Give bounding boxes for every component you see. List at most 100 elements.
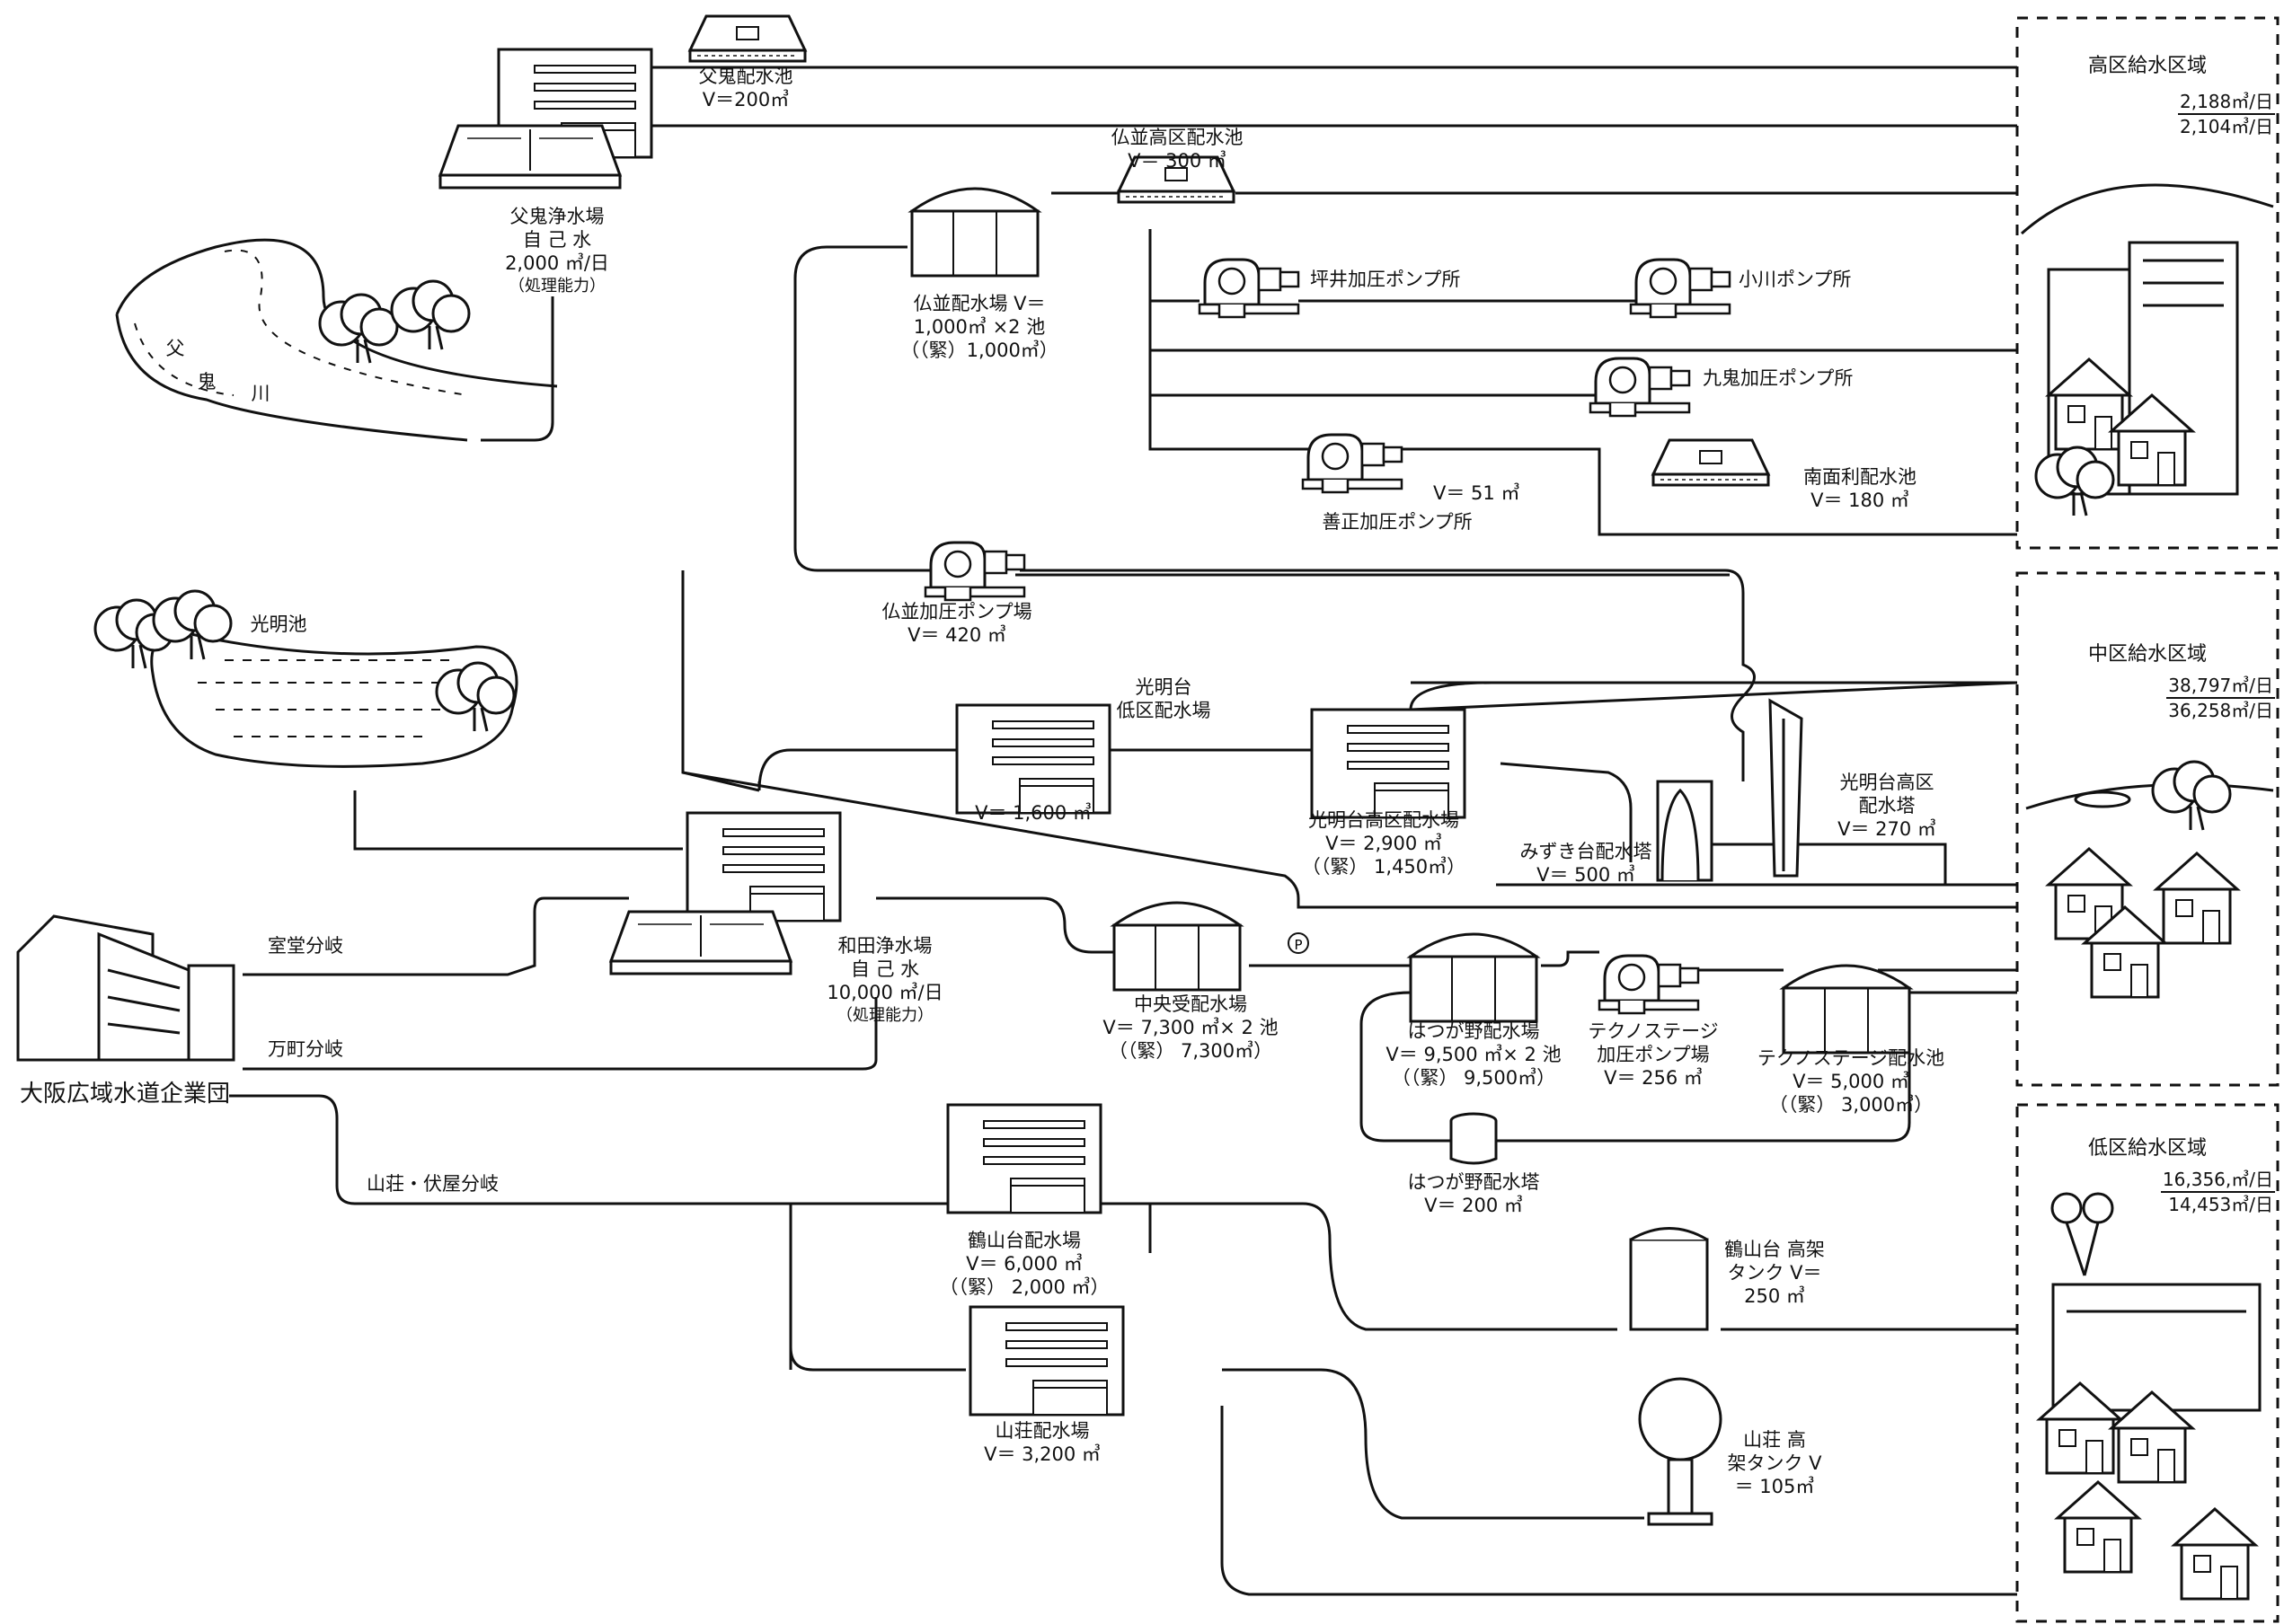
kuki-pump-label: 九鬼加圧ポンプ所 xyxy=(1703,366,1853,390)
bunami-high-pool-label: 仏並高区配水池 V＝ 300 ㎥ xyxy=(1111,126,1244,172)
zone-low-title: 低区給水区域 xyxy=(2088,1132,2207,1161)
komyodai-low-l1: 光明台 xyxy=(1117,675,1211,699)
osaka-label: 大阪広域水道企業団 xyxy=(20,1082,230,1106)
wada-plant-basin-icon xyxy=(611,912,791,974)
chichioni-plant-l2: 自 己 水 xyxy=(505,228,609,252)
komyodai-tower-label: 光明台高区 配水塔 V＝ 270 ㎥ xyxy=(1837,771,1936,841)
sanso-vol: V＝ 3,200 ㎥ xyxy=(984,1443,1101,1466)
chuo-label: 中央受配水場 V＝ 7,300 ㎥× 2 池 （（緊） 7,300㎥） xyxy=(1102,993,1278,1063)
techno-pump-icon xyxy=(1599,956,1698,1013)
branch-man: 万町分岐 xyxy=(268,1037,343,1061)
komyodai-low-label-top: 光明台 低区配水場 xyxy=(1117,675,1211,722)
zone-mid-flow2: 36,258㎥/日 xyxy=(2166,699,2275,722)
sanso-tank-icon xyxy=(1640,1379,1721,1524)
mizukidai-tower-label: みずき台配水塔 V＝ 500 ㎥ xyxy=(1520,840,1652,887)
techno-pool-name: テクノステージ配水池 xyxy=(1757,1046,1944,1070)
zone-high-title: 高区給水区域 xyxy=(2088,49,2207,78)
chuo-name: 中央受配水場 xyxy=(1102,993,1278,1016)
komyodai-high-name: 光明台高区配水場 xyxy=(1302,808,1465,832)
komyodai-tower-icon xyxy=(1770,701,1802,876)
tsuruyamadai-vol: V＝ 6,000 ㎥ xyxy=(940,1252,1110,1275)
pipe-osaka-sanso xyxy=(229,1096,930,1204)
bunami-high-pool-vol: V＝ 300 ㎥ xyxy=(1111,149,1244,172)
zone-mid-flow: 38,797㎥/日 36,258㎥/日 xyxy=(2166,674,2275,722)
techno-pump-l1: テクノステージ xyxy=(1588,1019,1718,1043)
techno-pump-vol: V＝ 256 ㎥ xyxy=(1588,1066,1718,1090)
river-char-3: 川 xyxy=(252,382,270,405)
pump-marker-text: P xyxy=(1294,937,1302,953)
zone-low-illustration xyxy=(2052,1194,2260,1410)
ogawa-pump-icon xyxy=(1631,260,1730,317)
chichioni-pool-icon xyxy=(690,16,805,61)
chichioni-plant-label: 父鬼浄水場 自 己 水 2,000 ㎥/日 （処理能力） xyxy=(505,205,609,298)
tsuboi-pump-icon xyxy=(1200,260,1298,317)
wada-plant-name: 和田浄水場 xyxy=(827,934,943,958)
wada-plant-label: 和田浄水場 自 己 水 10,000 ㎥/日 （処理能力） xyxy=(827,934,943,1028)
tsuruyamadai-tank-icon xyxy=(1631,1229,1707,1330)
branch-muro: 室堂分岐 xyxy=(268,934,343,958)
sanso-tank-l3: ＝ 105㎥ xyxy=(1727,1475,1821,1498)
tsuruyamadai-tank-l2: タンク V＝ xyxy=(1724,1261,1825,1284)
bunami-plant-l2: 1,000㎥ ×2 池 xyxy=(900,315,1058,339)
hatsugano-tower-vol: V＝ 200 ㎥ xyxy=(1408,1194,1540,1217)
zone-mid-illustration xyxy=(2026,784,2273,808)
minamimenri-pool-name: 南面利配水池 xyxy=(1803,465,1917,489)
sanso-tank-l1: 山荘 高 xyxy=(1727,1428,1821,1452)
pipe-chichioni-plant xyxy=(481,296,553,440)
tsuruyamadai-tank-l3: 250 ㎥ xyxy=(1724,1284,1825,1308)
chichioni-plant-l3: 2,000 ㎥/日 xyxy=(505,252,609,275)
chichioni-plant-l4: （処理能力） xyxy=(505,275,609,298)
sanso-tank-l2: 架タンク V xyxy=(1727,1452,1821,1475)
minamimenri-pool-label: 南面利配水池 V＝ 180 ㎥ xyxy=(1803,465,1917,512)
bunami-pump-name: 仏並加圧ポンプ場 xyxy=(881,600,1031,623)
minamimenri-pool-vol: V＝ 180 ㎥ xyxy=(1803,489,1917,512)
pond-label: 光明池 xyxy=(251,613,307,636)
komyodai-high-label: 光明台高区配水場 V＝ 2,900 ㎥ （（緊） 1,450㎥） xyxy=(1302,808,1465,878)
wada-plant-building-icon xyxy=(687,813,840,921)
hatsugano-em: （（緊） 9,500㎥） xyxy=(1385,1066,1561,1090)
ogawa-pump-label: 小川ポンプ所 xyxy=(1739,268,1851,291)
branch-sanso-fuseya: 山荘・伏屋分岐 xyxy=(367,1172,499,1196)
hatsugano-tower-name: はつが野配水塔 xyxy=(1408,1170,1540,1194)
zone-low-flow2: 14,453㎥/日 xyxy=(2161,1193,2275,1216)
tsuruyamadai-building-icon xyxy=(948,1105,1101,1213)
zone-high-flow2: 2,104㎥/日 xyxy=(2178,115,2275,138)
bunami-pump-vol: V＝ 420 ㎥ xyxy=(881,623,1031,647)
chichioni-pool-vol: V＝200㎥ xyxy=(699,88,793,111)
komyodai-high-vol: V＝ 2,900 ㎥ xyxy=(1302,832,1465,855)
bunami-plant-l1: 仏並配水場 V＝ xyxy=(900,292,1058,315)
chichioni-pool-label: 父鬼配水池 V＝200㎥ xyxy=(699,65,793,111)
komyodai-high-em: （（緊） 1,450㎥） xyxy=(1302,855,1465,878)
hatsugano-label: はつが野配水場 V＝ 9,500 ㎥× 2 池 （（緊） 9,500㎥） xyxy=(1385,1019,1561,1090)
hatsugano-name: はつが野配水場 xyxy=(1385,1019,1561,1043)
tsuruyamadai-tank-l1: 鶴山台 高架 xyxy=(1724,1238,1825,1261)
wada-plant-l3: 10,000 ㎥/日 xyxy=(827,981,943,1004)
techno-pool-vol: V＝ 5,000 ㎥ xyxy=(1757,1070,1944,1093)
wada-plant-l2: 自 己 水 xyxy=(827,958,943,981)
chuo-vol: V＝ 7,300 ㎥× 2 池 xyxy=(1102,1016,1278,1039)
zensho-pump-vol: V＝ 51 ㎥ xyxy=(1433,481,1519,505)
tsuruyamadai-tank-label: 鶴山台 高架 タンク V＝ 250 ㎥ xyxy=(1724,1238,1825,1308)
hatsugano-tank-icon xyxy=(1411,934,1536,1021)
bunami-plant-tank-icon xyxy=(912,189,1038,276)
river-char-2: 鬼 xyxy=(198,370,217,393)
minamimenri-pool-icon xyxy=(1653,440,1768,485)
kuki-pump-icon xyxy=(1590,358,1689,416)
hatsugano-tower-icon xyxy=(1451,1114,1496,1163)
sanso-tank-label: 山荘 高 架タンク V ＝ 105㎥ xyxy=(1727,1428,1821,1498)
river-tree xyxy=(320,295,397,363)
mizukidai-tower-icon xyxy=(1658,781,1712,880)
chuo-em: （（緊） 7,300㎥） xyxy=(1102,1039,1278,1063)
sanso-name: 山荘配水場 xyxy=(984,1419,1101,1443)
zone-low-flow: 16,356,㎥/日 14,453㎥/日 xyxy=(2161,1168,2275,1216)
komyodai-low-vol: V＝ 1,600 ㎥ xyxy=(975,801,1092,825)
tsuruyamadai-em: （（緊） 2,000 ㎥） xyxy=(940,1275,1110,1299)
chuo-tank-icon xyxy=(1114,903,1240,990)
bunami-pump-icon xyxy=(925,543,1024,600)
komyodai-tower-l1: 光明台高区 xyxy=(1837,771,1936,794)
bunami-plant-l3: （（緊）1,000㎥） xyxy=(900,339,1058,362)
zone-mid-title: 中区給水区域 xyxy=(2088,638,2207,666)
zensho-pump-icon xyxy=(1303,435,1402,492)
tsuruyamadai-label: 鶴山台配水場 V＝ 6,000 ㎥ （（緊） 2,000 ㎥） xyxy=(940,1229,1110,1299)
sanso-building-icon xyxy=(970,1307,1123,1415)
